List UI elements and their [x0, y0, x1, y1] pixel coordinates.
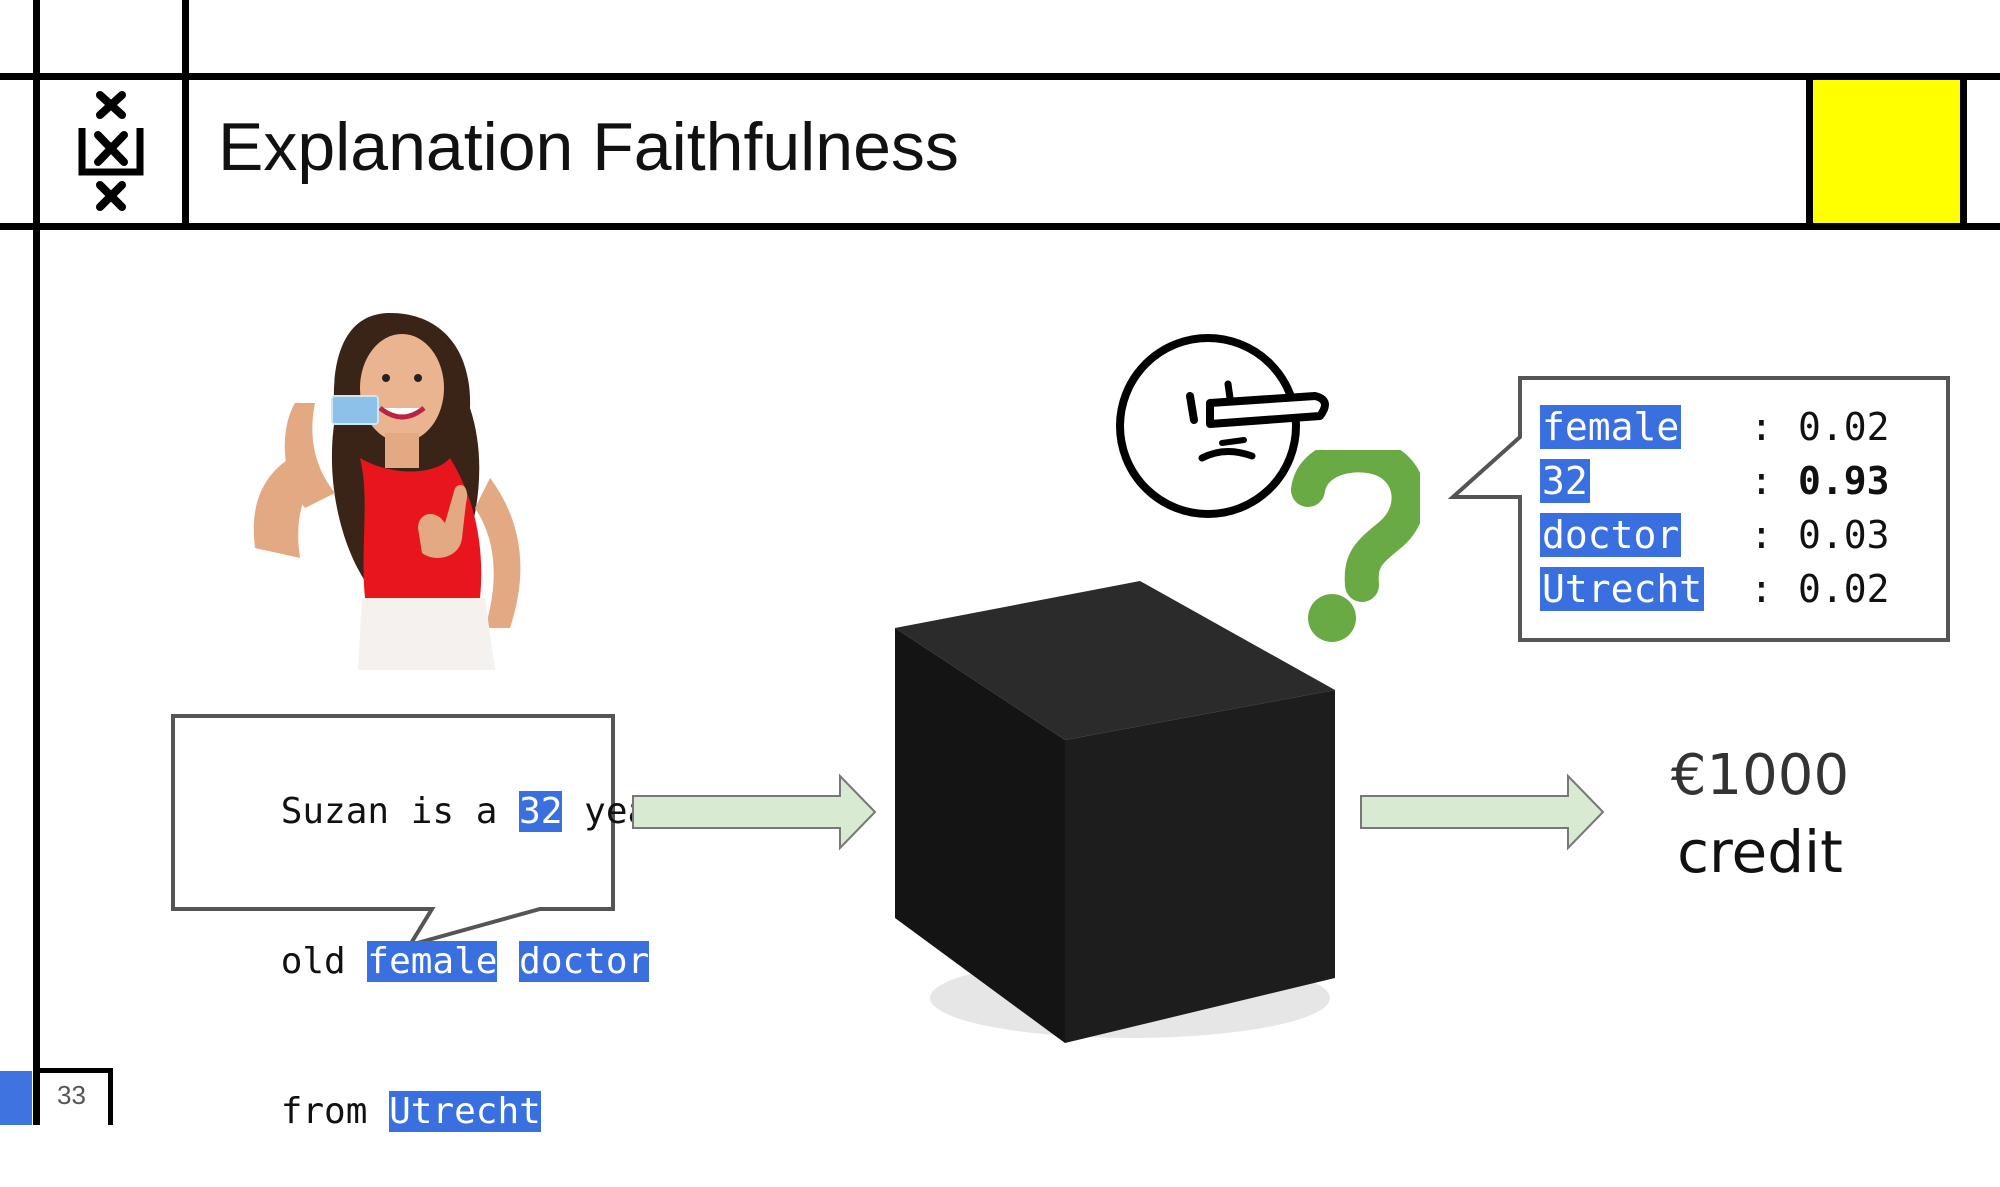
attribution-score: 0.02 — [1798, 567, 1890, 611]
attribution-score: 0.03 — [1798, 513, 1890, 557]
input-sentence: Suzan is a 32 year old female doctor fro… — [194, 737, 671, 1187]
highlighted-city-token: Utrecht — [389, 1091, 541, 1132]
question-mark-icon — [1291, 450, 1420, 642]
page-box-top — [33, 1068, 113, 1073]
lying-face-icon — [1116, 334, 1329, 518]
frame-left-rule — [33, 0, 40, 1125]
input-sentence-line: from Utrecht — [194, 1037, 614, 1187]
black-box-cube-icon — [895, 581, 1335, 1043]
highlighted-profession-token: doctor — [519, 941, 650, 982]
frame-logo-divider — [182, 0, 189, 230]
highlighted-age-token: 32 — [519, 791, 563, 832]
right-arrow-icon — [1360, 773, 1605, 851]
attribution-separator: : — [1750, 405, 1773, 449]
frame-accent-right — [1960, 73, 1967, 230]
slide-title: Explanation Faithfulness — [218, 109, 959, 185]
attribution-row: 32 : 0.93 — [1540, 454, 1940, 508]
attribution-row: Utrecht : 0.02 — [1540, 562, 1940, 616]
attribution-feature: 32 — [1540, 459, 1590, 503]
frame-top-rule — [0, 73, 2000, 80]
input-sentence-line: Suzan is a 32 year — [194, 737, 671, 887]
uva-crossed-logo-icon — [78, 91, 144, 211]
attribution-feature: doctor — [1540, 513, 1682, 557]
right-arrow-icon — [632, 773, 877, 851]
attribution-row: female : 0.02 — [1540, 400, 1940, 454]
highlighted-gender-token: female — [367, 941, 498, 982]
attribution-feature: female — [1540, 405, 1682, 449]
attribution-row: doctor : 0.03 — [1540, 508, 1940, 562]
attribution-separator: : — [1750, 567, 1773, 611]
attribution-list: female : 0.02 32 : 0.93 doctor : 0.03 Ut… — [1540, 400, 1940, 616]
input-speech-bubble — [171, 714, 615, 949]
sentence-fragment: from — [280, 1091, 390, 1132]
attribution-feature: Utrecht — [1540, 567, 1705, 611]
woman-holding-card-icon — [253, 313, 521, 670]
frame-header-bottom-rule — [0, 223, 2000, 230]
attribution-score: 0.93 — [1798, 459, 1890, 503]
sentence-fragment: Suzan is a — [280, 791, 520, 832]
page-box-right — [108, 1068, 113, 1125]
output-label: credit — [1677, 818, 1843, 886]
input-sentence-line: old female doctor — [194, 887, 650, 1037]
attribution-separator: : — [1750, 459, 1773, 503]
page-indicator-block — [0, 1071, 32, 1125]
header-accent-block — [1813, 80, 1960, 223]
output-amount: €1000 — [1670, 743, 1850, 808]
attribution-score: 0.02 — [1798, 405, 1890, 449]
sentence-fragment — [497, 941, 519, 982]
attribution-separator: : — [1750, 513, 1773, 557]
frame-accent-left — [1806, 73, 1813, 230]
page-number: 33 — [57, 1080, 86, 1110]
sentence-fragment: old — [280, 941, 368, 982]
model-output: €1000 credit — [1640, 738, 1880, 890]
